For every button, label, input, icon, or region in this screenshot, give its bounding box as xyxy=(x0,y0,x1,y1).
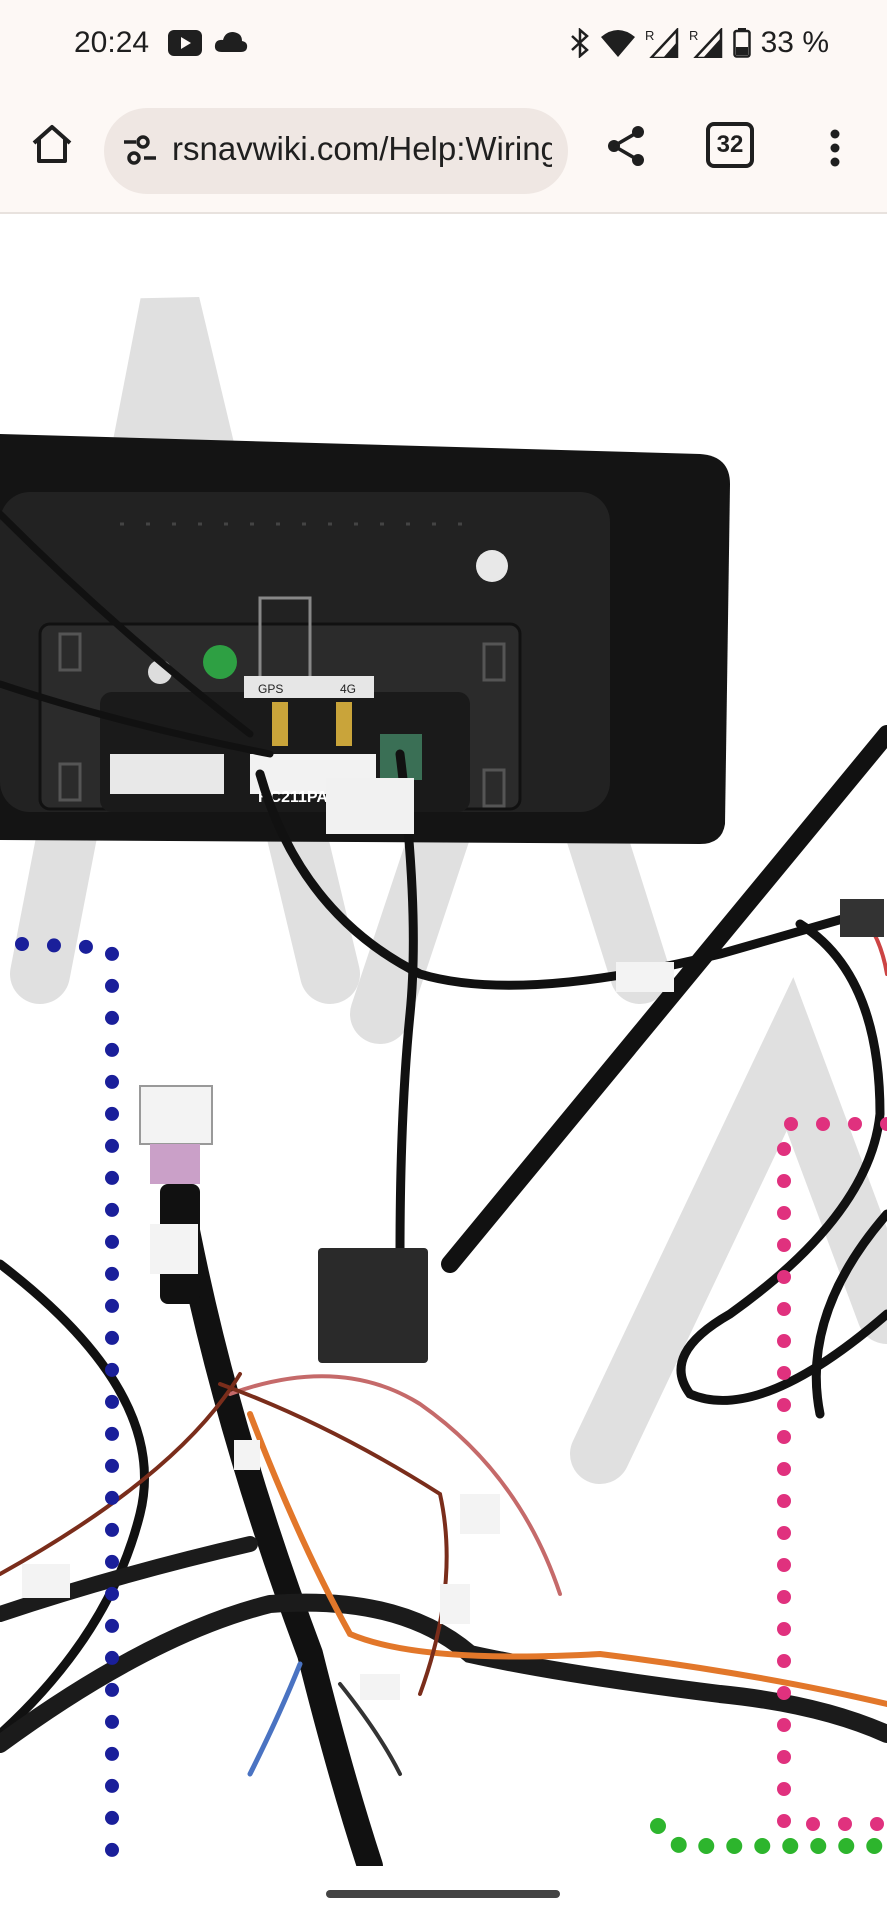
home-button[interactable] xyxy=(22,114,82,174)
gps-label: GPS xyxy=(258,682,283,696)
url-bar[interactable]: rsnavwiki.com/Help:Wiring xyxy=(104,108,568,194)
site-settings-icon[interactable] xyxy=(122,132,158,168)
connectors xyxy=(22,778,884,1700)
svg-text:R: R xyxy=(645,28,654,43)
battery-percent: 33 % xyxy=(760,26,829,59)
overflow-menu-button[interactable] xyxy=(818,118,852,178)
battery-icon xyxy=(732,28,751,58)
share-icon xyxy=(608,126,644,166)
head-unit: GPS 4G HC211PAD301 xyxy=(0,434,730,844)
svg-text:R: R xyxy=(689,28,698,43)
status-time: 20:24 xyxy=(74,26,150,59)
wifi-icon xyxy=(600,30,635,57)
gesture-nav-bar xyxy=(0,1866,887,1920)
wiring-diagram-image: GPS 4G HC211PAD301 xyxy=(0,297,887,1866)
home-gesture-handle[interactable] xyxy=(326,1890,560,1898)
more-vert-icon xyxy=(830,129,840,167)
bluetooth-icon xyxy=(570,28,589,58)
green-dotted-outline xyxy=(650,1818,887,1854)
url-text[interactable]: rsnavwiki.com/Help:Wiring xyxy=(172,130,552,167)
cloud-icon xyxy=(214,32,248,52)
browser-toolbar: rsnavwiki.com/Help:Wiring 32 xyxy=(0,90,887,214)
page-content[interactable]: GPS 4G HC211PAD301 xyxy=(0,214,887,1866)
blue-dotted-outline xyxy=(15,937,119,1866)
status-bar: 20:24 R R 33 % xyxy=(0,0,887,90)
pink-dotted-outline xyxy=(777,1117,887,1831)
tab-switcher-button[interactable]: 32 xyxy=(706,122,754,168)
fourg-label: 4G xyxy=(340,682,356,696)
home-icon xyxy=(32,125,72,163)
signal-r-icon: R xyxy=(689,28,722,58)
cables xyxy=(0,510,887,1866)
signal-r-icon: R xyxy=(645,28,678,58)
youtube-icon xyxy=(168,30,202,56)
share-button[interactable] xyxy=(596,116,656,176)
